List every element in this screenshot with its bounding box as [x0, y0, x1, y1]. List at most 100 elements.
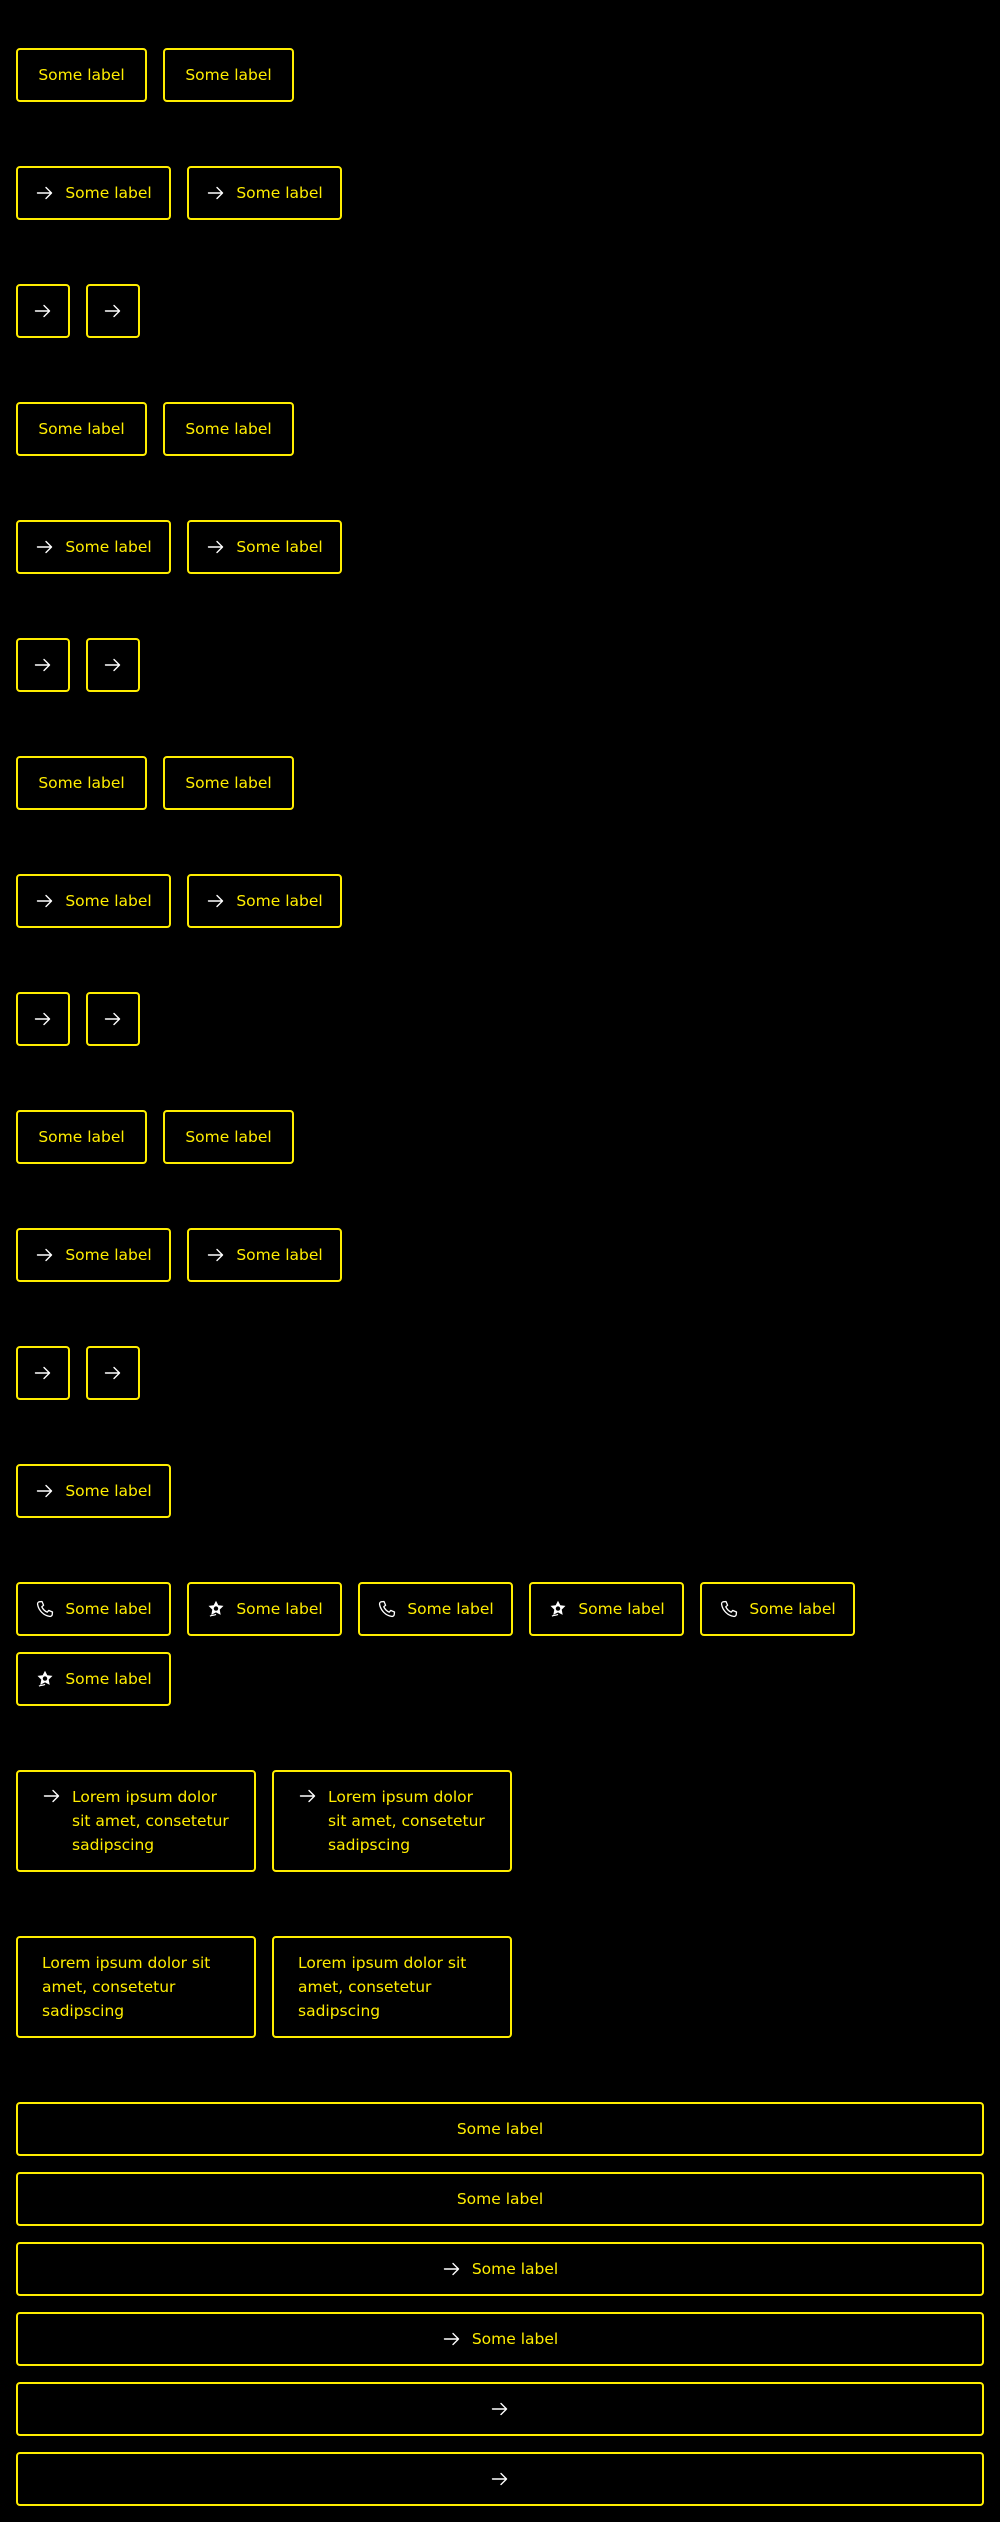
icon-button[interactable] [16, 1346, 70, 1400]
arrow-right-icon [35, 1481, 55, 1501]
icon-label-button[interactable]: Some label [187, 1582, 342, 1636]
single-button-row: Some label [16, 1464, 187, 1518]
multiline-icon-buttons: Lorem ipsum dolor sit amet, consetetur s… [16, 1770, 528, 1872]
phone-icon [377, 1599, 397, 1619]
label-button[interactable]: Some label [163, 1110, 294, 1164]
button-label: Some label [65, 538, 152, 556]
arrow-right-icon [33, 1009, 53, 1029]
arrow-right-icon [442, 2329, 462, 2349]
multiline-button[interactable]: Lorem ipsum dolor sit amet, consetetur s… [272, 1936, 512, 2038]
button-label: Some label [38, 420, 125, 438]
arrow-right-icon [206, 891, 226, 911]
button-group-4: Some label Some label [16, 1110, 310, 1164]
icon-label-button[interactable]: Some label [16, 1582, 171, 1636]
star-logo-icon [548, 1599, 568, 1619]
full-width-icon-button[interactable]: Some label [16, 2242, 984, 2296]
icon-button[interactable] [86, 638, 140, 692]
arrow-right-icon [35, 1245, 55, 1265]
label-button[interactable]: Some label [16, 402, 147, 456]
button-label: Some label [185, 774, 272, 792]
arrow-right-icon [103, 301, 123, 321]
label-button[interactable]: Some label [163, 48, 294, 102]
icon-button[interactable] [86, 1346, 140, 1400]
button-label: Some label [456, 2120, 544, 2138]
arrow-right-icon [490, 2399, 510, 2419]
icon-label-button[interactable]: Some label [187, 874, 342, 928]
full-width-button[interactable]: Some label [16, 2172, 984, 2226]
button-group-1-icon-label: Some label Some label [16, 166, 358, 220]
icon-label-button[interactable]: Some label [700, 1582, 855, 1636]
icon-label-button[interactable]: Some label [187, 166, 342, 220]
icon-label-button[interactable]: Some label [187, 1228, 342, 1282]
arrow-right-icon [442, 2259, 462, 2279]
multiline-button[interactable]: Lorem ipsum dolor sit amet, consetetur s… [16, 1936, 256, 2038]
icon-label-button[interactable]: Some label [16, 520, 171, 574]
arrow-right-icon [33, 301, 53, 321]
multiline-button[interactable]: Lorem ipsum dolor sit amet, consetetur s… [16, 1770, 256, 1872]
icon-label-button[interactable]: Some label [187, 520, 342, 574]
button-label: Some label [65, 184, 152, 202]
button-label: Some label [236, 1600, 323, 1618]
full-width-icon-only-button[interactable] [16, 2382, 984, 2436]
multiline-button[interactable]: Lorem ipsum dolor sit amet, consetetur s… [272, 1770, 512, 1872]
full-width-button[interactable]: Some label [16, 2102, 984, 2156]
arrow-right-icon [35, 891, 55, 911]
arrow-right-icon [35, 183, 55, 203]
button-label: Some label [65, 892, 152, 910]
button-label: Some label [38, 774, 125, 792]
multiline-buttons: Lorem ipsum dolor sit amet, consetetur s… [16, 1936, 528, 2038]
arrow-right-icon [33, 655, 53, 675]
icon-label-button[interactable]: Some label [16, 1652, 171, 1706]
label-button[interactable]: Some label [16, 1110, 147, 1164]
button-group-4-icon-label: Some label Some label [16, 1228, 358, 1282]
label-button[interactable]: Some label [16, 756, 147, 810]
button-label: Some label [471, 2260, 559, 2278]
button-label: Some label [236, 892, 323, 910]
label-button[interactable]: Some label [163, 402, 294, 456]
button-label: Some label [65, 1482, 152, 1500]
button-group-2: Some label Some label [16, 402, 310, 456]
arrow-right-icon [103, 655, 123, 675]
button-label: Lorem ipsum dolor sit amet, consetetur s… [42, 1954, 211, 2020]
arrow-right-icon [35, 537, 55, 557]
button-label: Some label [65, 1600, 152, 1618]
button-group-1-icon-only [16, 284, 156, 338]
button-label: Some label [407, 1600, 494, 1618]
button-label: Lorem ipsum dolor sit amet, consetetur s… [298, 1954, 467, 2020]
button-group-4-icon-only [16, 1346, 156, 1400]
icon-button[interactable] [16, 284, 70, 338]
phone-icon [35, 1599, 55, 1619]
icon-label-button[interactable]: Some label [16, 166, 171, 220]
star-logo-icon [35, 1669, 55, 1689]
full-width-icon-button[interactable]: Some label [16, 2312, 984, 2366]
icon-button[interactable] [16, 638, 70, 692]
icon-label-button[interactable]: Some label [16, 1228, 171, 1282]
icon-button[interactable] [86, 284, 140, 338]
icon-button[interactable] [16, 992, 70, 1046]
label-button[interactable]: Some label [16, 48, 147, 102]
button-label: Some label [236, 1246, 323, 1264]
icon-button[interactable] [86, 992, 140, 1046]
icon-label-button[interactable]: Some label [16, 1464, 171, 1518]
button-label: Some label [185, 420, 272, 438]
button-label: Some label [38, 1128, 125, 1146]
icon-label-button[interactable]: Some label [16, 874, 171, 928]
button-label: Some label [471, 2330, 559, 2348]
button-group-3: Some label Some label [16, 756, 310, 810]
full-width-icon-only-button[interactable] [16, 2452, 984, 2506]
label-button[interactable]: Some label [163, 756, 294, 810]
button-label: Lorem ipsum dolor sit amet, consetetur s… [72, 1788, 229, 1854]
icon-label-button[interactable]: Some label [358, 1582, 513, 1636]
button-group-3-icon-only [16, 992, 156, 1046]
button-label: Some label [749, 1600, 836, 1618]
button-group-1: Some label Some label [16, 48, 310, 102]
arrow-right-icon [206, 537, 226, 557]
button-label: Some label [578, 1600, 665, 1618]
star-logo-icon [206, 1599, 226, 1619]
button-group-2-icon-only [16, 638, 156, 692]
arrow-right-icon [206, 183, 226, 203]
button-label: Some label [185, 66, 272, 84]
arrow-right-icon [33, 1363, 53, 1383]
arrow-right-icon [298, 1786, 318, 1806]
icon-label-button[interactable]: Some label [529, 1582, 684, 1636]
